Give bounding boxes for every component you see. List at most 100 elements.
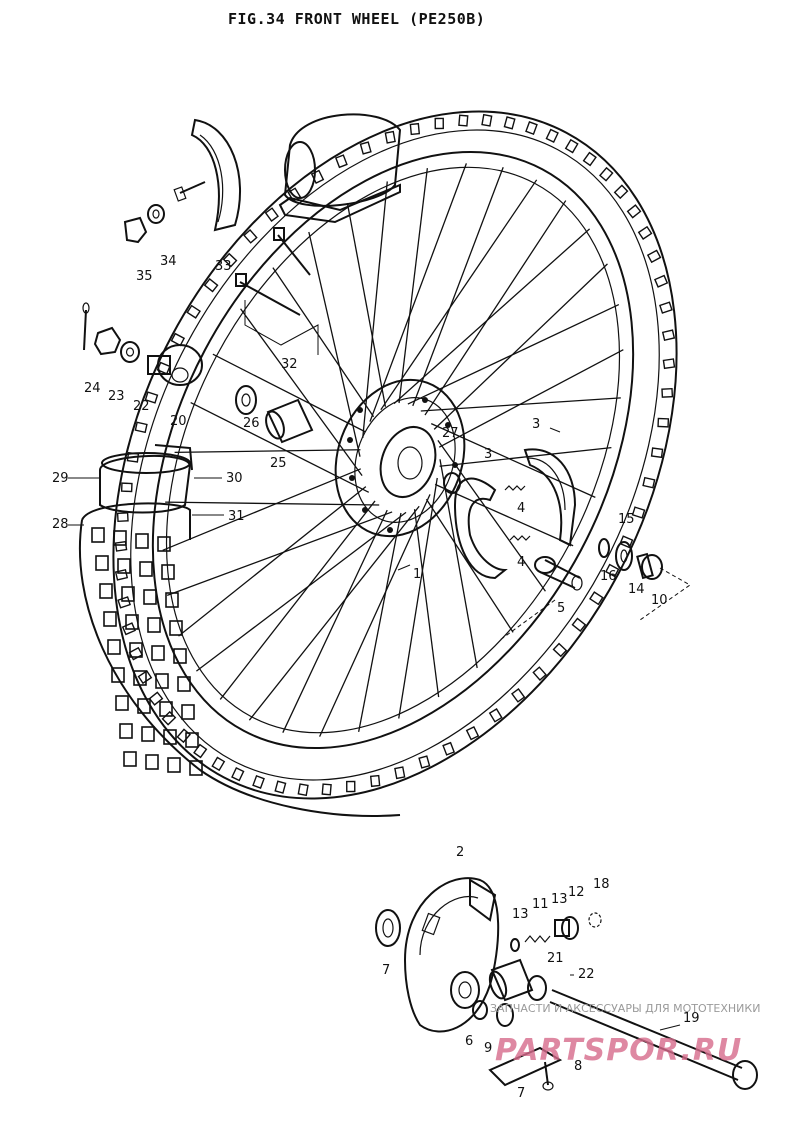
callout-c20: 20 (170, 414, 187, 429)
tread-block (161, 564, 175, 580)
tread-block (604, 563, 620, 578)
tread-block (252, 775, 265, 789)
callout-c6: 6 (465, 1034, 473, 1049)
callout-c22b: 22 (578, 967, 595, 982)
front-wheel (91, 110, 678, 800)
tread-block (650, 447, 664, 459)
spoke (219, 500, 376, 700)
tread-block (243, 229, 258, 244)
tread-block (552, 642, 568, 658)
callout-c9: 9 (484, 1041, 492, 1056)
tread-block (211, 756, 226, 772)
tread-block (170, 332, 186, 347)
tread-block (157, 536, 171, 552)
brake-panel-2 (403, 877, 500, 1033)
spoke (407, 304, 620, 405)
callout-c16: 16 (600, 569, 617, 584)
tread-block (661, 329, 676, 342)
callout-c26: 26 (243, 416, 260, 431)
spoke (425, 498, 514, 633)
figure-title: FIG.34 FRONT WHEEL (PE250B) (228, 10, 485, 28)
tread-block (545, 128, 559, 143)
rim-outer (151, 150, 635, 750)
tread-block (646, 249, 662, 264)
spoke (393, 228, 591, 405)
cotter-pin-24 (82, 302, 90, 351)
nut-10 (636, 552, 663, 580)
tread-block (465, 726, 480, 741)
spoke (369, 163, 467, 422)
tire-tread (91, 113, 676, 797)
spoke (380, 179, 538, 411)
tread-block (137, 669, 153, 685)
tire-outer (112, 110, 678, 800)
tread-block (582, 151, 597, 167)
tread-block (99, 583, 113, 599)
callout-c4a: 4 (517, 501, 525, 516)
tread-block (141, 726, 155, 742)
callout-c29: 29 (52, 471, 69, 486)
watermark-logo: PARTSPOR.RU (495, 1033, 742, 1068)
tread-block (613, 184, 629, 200)
spoke (412, 167, 504, 407)
tread-block (642, 476, 656, 489)
callout-c12: 12 (568, 885, 585, 900)
spoke (272, 267, 375, 418)
tread-block (532, 666, 547, 681)
tread-block (384, 130, 396, 144)
spoke (248, 505, 420, 721)
tread-block (657, 417, 670, 428)
tread-block (631, 506, 646, 519)
tread-block (156, 361, 171, 375)
spoke (358, 512, 402, 732)
spoke (398, 168, 428, 404)
tread-block (169, 620, 183, 636)
tread-block (167, 757, 181, 773)
tread-block (571, 617, 587, 632)
tread-block (165, 592, 179, 608)
callout-c3b: 3 (484, 447, 492, 462)
watermark-tagline: ЗАПЧАСТИ И АКСЕССУАРЫ ДЛЯ МОТОТЕХНИКИ (490, 1002, 760, 1015)
bearing-7a (375, 909, 401, 947)
tread-block (114, 540, 128, 552)
spoke (439, 459, 478, 669)
tread-block (488, 708, 503, 723)
tread-block (91, 527, 105, 543)
callout-c15: 15 (618, 512, 635, 527)
spoke (196, 511, 407, 672)
spoke (212, 353, 366, 433)
washer-13 (510, 938, 520, 952)
callout-c8: 8 (574, 1059, 582, 1074)
callout-c22: 22 (133, 399, 150, 414)
tread-block (193, 743, 208, 759)
tread-block (598, 166, 614, 182)
tread-block (637, 225, 653, 241)
oil-seal-16 (598, 538, 610, 558)
brake-shoe-3a (523, 448, 577, 547)
tread-block (653, 274, 669, 288)
spoke (434, 483, 574, 547)
hub (334, 378, 466, 538)
tread-block (189, 760, 203, 776)
tread-block (121, 586, 135, 602)
callout-c27: 27 (442, 426, 459, 441)
tread-block (264, 207, 279, 222)
tread-block (181, 704, 195, 720)
tread-block (135, 533, 149, 549)
adjuster-12 (554, 916, 579, 940)
callout-c18: 18 (593, 877, 610, 892)
axle-19 (549, 989, 758, 1090)
spoke (174, 449, 361, 454)
tread-block (103, 611, 117, 627)
tread-block (394, 766, 406, 780)
tread-block (503, 116, 516, 130)
tread-block (231, 767, 245, 782)
tread-block (659, 301, 673, 314)
tread-block (661, 387, 674, 398)
spoke-32 (235, 227, 319, 355)
washer-22 (120, 341, 140, 363)
spoke (308, 231, 361, 457)
tread-block (176, 728, 192, 744)
washer-34 (147, 204, 165, 224)
